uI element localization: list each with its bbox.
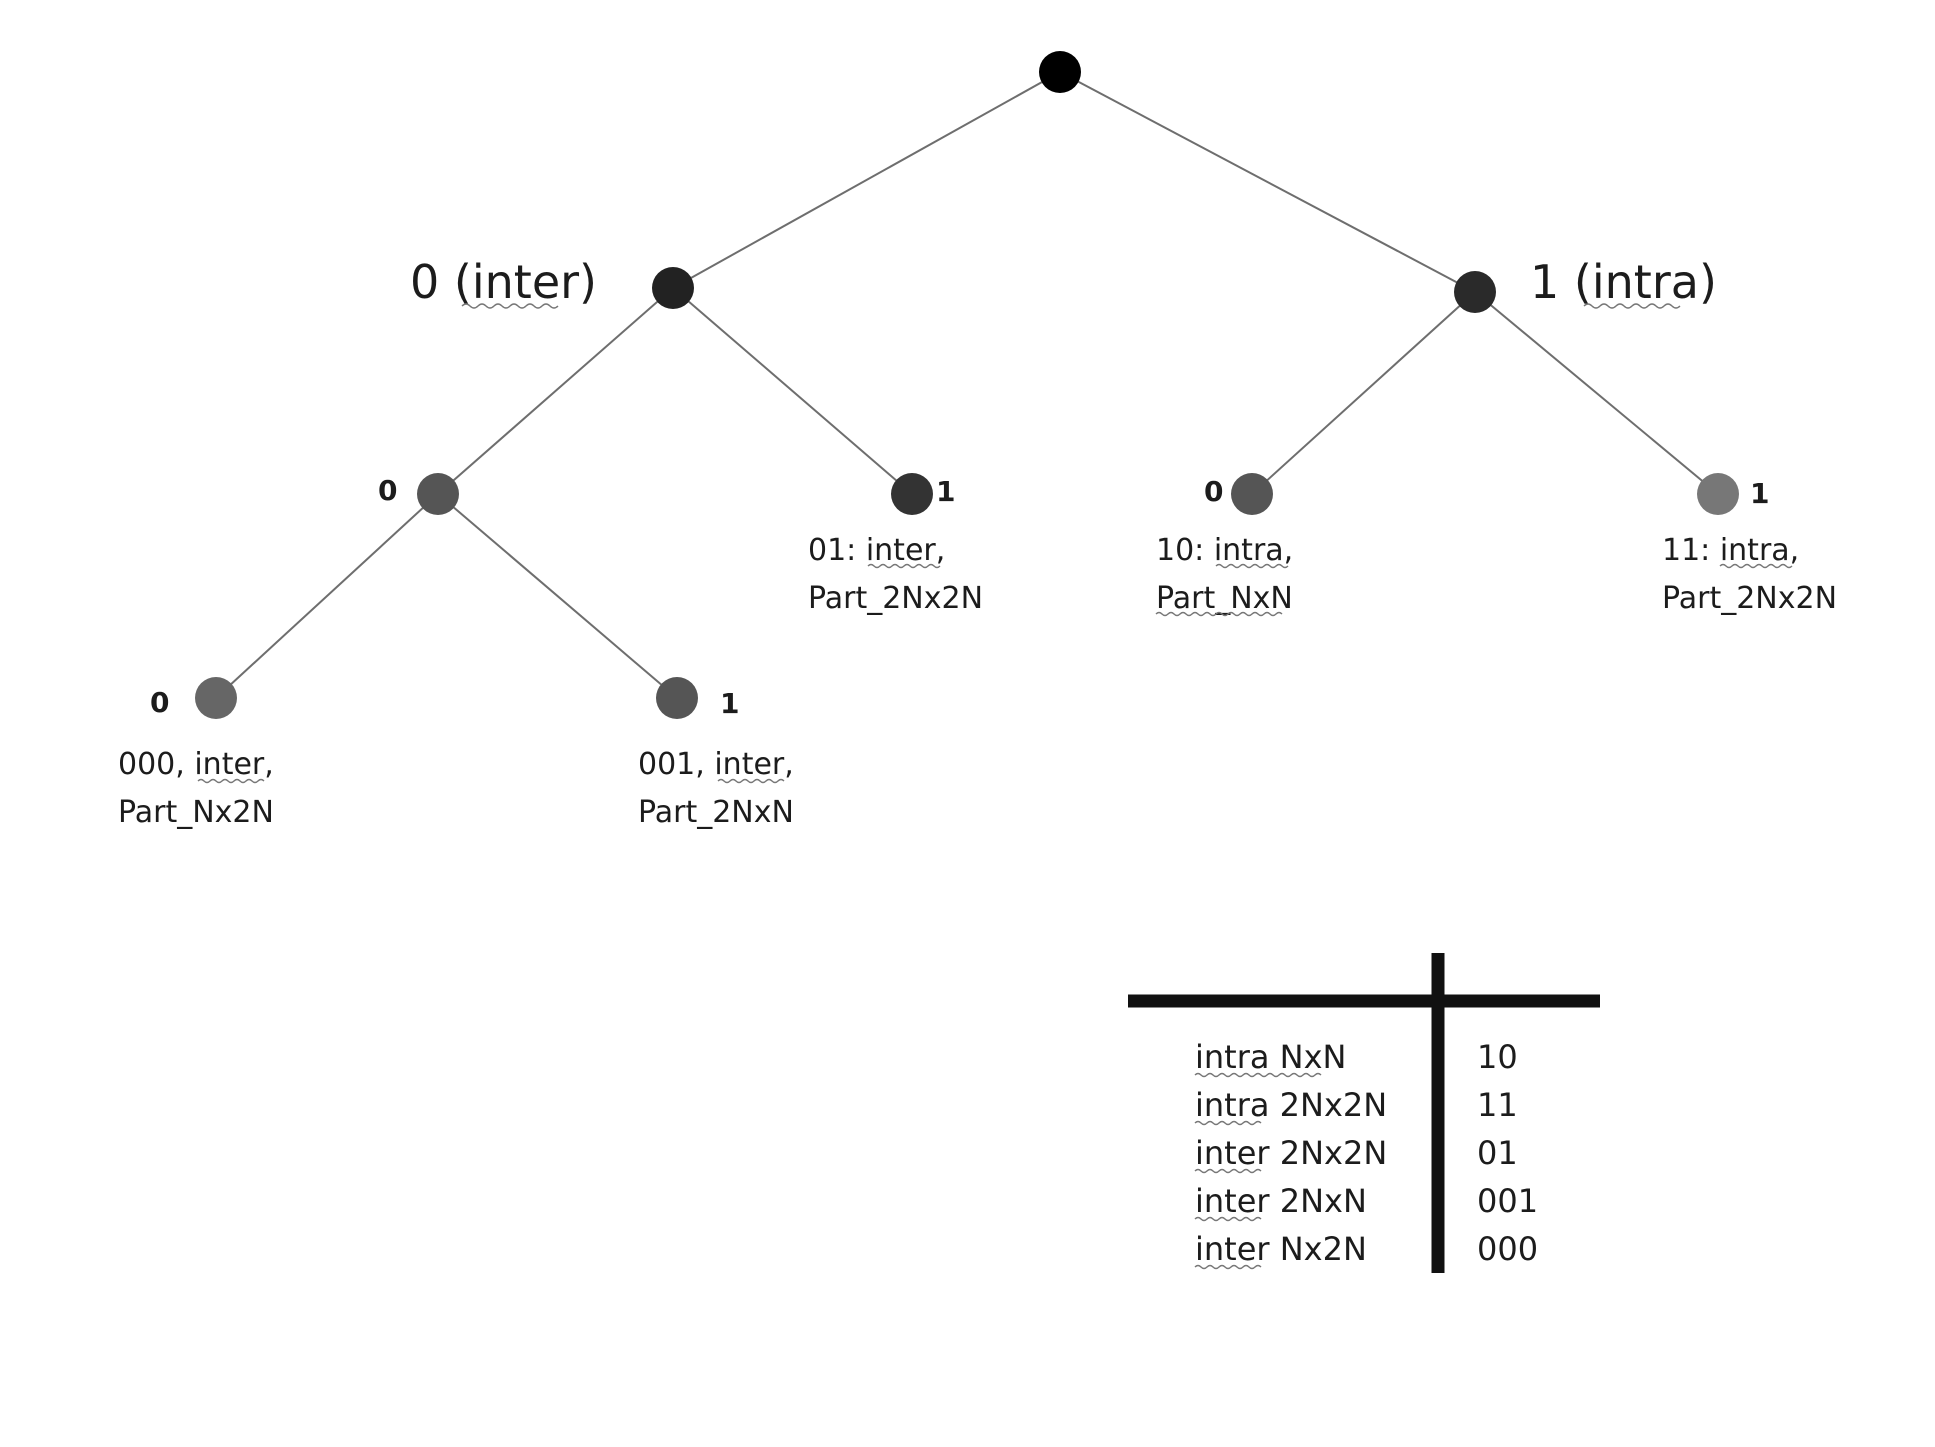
- table-cell-mode: inter: [1195, 1182, 1270, 1220]
- node-0: [417, 473, 459, 515]
- table-cell-mode: inter: [1195, 1134, 1270, 1172]
- root-node: [1039, 51, 1081, 93]
- branch-label-intra: 1 (intra): [1530, 255, 1717, 309]
- table-cell-mode: intra: [1195, 1038, 1269, 1076]
- spellcheck-underline: [1155, 611, 1283, 617]
- node-01-bit: 1: [936, 475, 955, 508]
- table-cell-part: NxN: [1280, 1038, 1347, 1076]
- leaf-label-001: 001, inter, Part_2NxN: [638, 747, 803, 830]
- node-11-bit: 1: [1750, 477, 1769, 510]
- spellcheck-underline: [1194, 1120, 1262, 1126]
- table-row: inter Nx2N: [1195, 1230, 1367, 1268]
- table-row: inter 2NxN: [1195, 1182, 1367, 1220]
- spellcheck-underline: [461, 303, 559, 309]
- code-table: intra NxN 10 intra 2Nx2N 11 inter 2Nx2N …: [1128, 953, 1600, 1273]
- edge-root-to-intra: [1059, 71, 1476, 293]
- leaf-label-10: 10: intra, Part_NxN: [1156, 533, 1303, 616]
- table-row: intra NxN: [1195, 1038, 1346, 1076]
- table-cell-part: 2Nx2N: [1280, 1086, 1388, 1124]
- node-10-bit: 0: [1204, 475, 1223, 508]
- table-cell-code: 10: [1477, 1038, 1518, 1076]
- table-cell-part: 2NxN: [1280, 1182, 1367, 1220]
- node-inter: [652, 267, 694, 309]
- node-10: [1231, 473, 1273, 515]
- leaf-label-01: 01: inter, Part_2Nx2N: [808, 533, 983, 616]
- leaf-label-11: 11: intra, Part_2Nx2N: [1662, 533, 1837, 616]
- spellcheck-underline: [867, 563, 941, 569]
- table-cell-code: 11: [1477, 1086, 1518, 1124]
- spellcheck-underline: [1583, 303, 1681, 309]
- node-01: [891, 473, 933, 515]
- table-row: intra 2Nx2N: [1195, 1086, 1387, 1124]
- edge-0-to-001: [437, 493, 678, 699]
- edge-intra-to-11: [1474, 291, 1719, 495]
- table-row: inter 2Nx2N: [1195, 1134, 1387, 1172]
- branch-bit-inter: 0: [410, 255, 439, 309]
- table-cell-mode: inter: [1195, 1230, 1270, 1268]
- spellcheck-underline: [197, 778, 265, 784]
- table-cell-code: 000: [1477, 1230, 1538, 1268]
- branch-word-inter: inter: [472, 255, 579, 309]
- leaf-label-000: 000, inter, Part_Nx2N: [118, 747, 283, 830]
- table-cell-part: Nx2N: [1280, 1230, 1367, 1268]
- branch-bit-intra: 1: [1530, 255, 1559, 309]
- table-cell-code: 01: [1477, 1134, 1518, 1172]
- edge-root-to-inter: [672, 71, 1061, 289]
- edge-inter-to-01: [672, 287, 913, 495]
- spellcheck-underline: [717, 778, 785, 784]
- spellcheck-underline: [1194, 1072, 1322, 1078]
- node-001-bit: 1: [720, 687, 739, 720]
- branch-label-inter: 0 (inter): [410, 255, 597, 309]
- node-000: [195, 677, 237, 719]
- edge-0-to-000: [215, 493, 439, 699]
- branch-word-intra: intra: [1592, 255, 1699, 309]
- spellcheck-underline: [1194, 1264, 1262, 1270]
- table-cell-code: 001: [1477, 1182, 1538, 1220]
- spellcheck-underline: [1194, 1168, 1262, 1174]
- table-cell-part: 2Nx2N: [1280, 1134, 1388, 1172]
- spellcheck-underline: [1719, 563, 1793, 569]
- spellcheck-underline: [1215, 563, 1289, 569]
- node-0-bit: 0: [378, 474, 397, 507]
- node-11: [1697, 473, 1739, 515]
- node-intra: [1454, 271, 1496, 313]
- edge-intra-to-10: [1251, 291, 1476, 495]
- spellcheck-underline: [1194, 1216, 1262, 1222]
- table-cell-mode: intra: [1195, 1086, 1269, 1124]
- node-001: [656, 677, 698, 719]
- node-000-bit: 0: [150, 686, 169, 719]
- edge-inter-to-0: [437, 287, 674, 495]
